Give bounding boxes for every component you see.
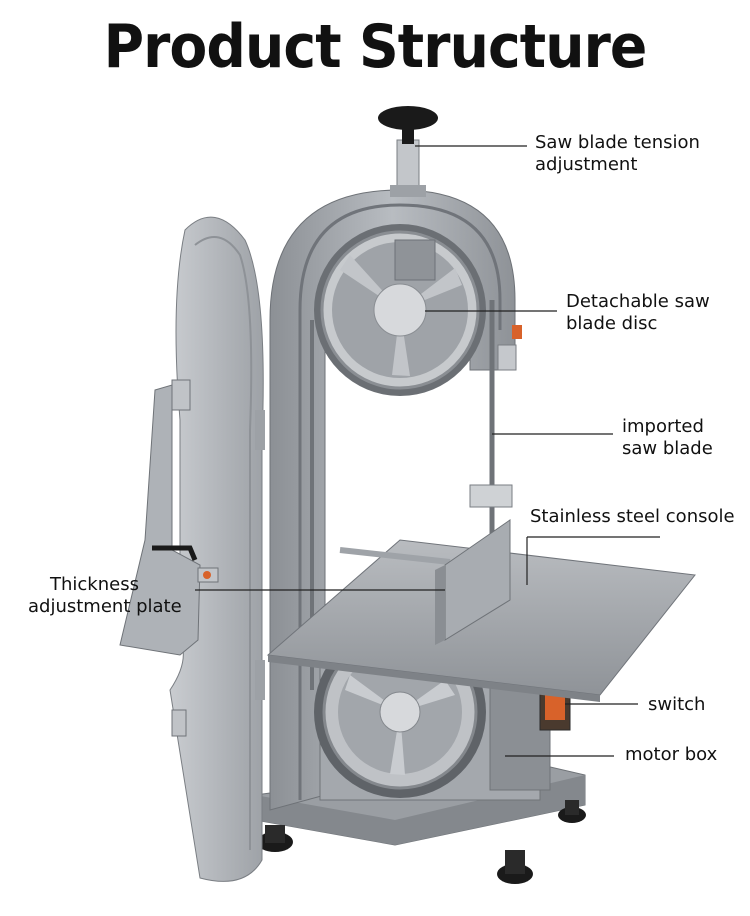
callout-tension-line1: Saw blade tension xyxy=(535,132,700,153)
tension-adjustment xyxy=(378,106,438,197)
open-side-door xyxy=(169,216,265,882)
callout-motor-line1: motor box xyxy=(625,744,718,765)
callout-switch: switch xyxy=(648,694,705,716)
page-title: Product Structure xyxy=(103,12,648,82)
callout-tension: Saw blade tension adjustment xyxy=(535,132,700,176)
callout-motor: motor box xyxy=(625,744,717,766)
callout-thickness-line1: Thickness xyxy=(50,574,139,595)
leader-lines xyxy=(195,145,660,757)
callout-console-line1: Stainless steel console xyxy=(530,506,735,527)
callout-switch-line1: switch xyxy=(648,694,706,715)
callout-disc-line1: Detachable saw xyxy=(566,291,710,312)
upper-saw-wheel xyxy=(314,224,486,396)
callout-disc-line2: blade disc xyxy=(566,313,658,334)
callout-console: Stainless steel console xyxy=(530,506,735,528)
callout-thickness: Thickness adjustment plate xyxy=(28,574,182,618)
stainless-steel-console xyxy=(266,519,696,702)
callout-tension-line2: adjustment xyxy=(535,154,638,175)
tension-knob xyxy=(378,106,438,130)
callout-thickness-line2: adjustment plate xyxy=(28,596,182,617)
callout-disc: Detachable saw blade disc xyxy=(566,291,710,335)
callout-blade: imported saw blade xyxy=(622,416,713,460)
callout-blade-line2: saw blade xyxy=(622,438,713,459)
callout-blade-line1: imported xyxy=(622,416,704,437)
thickness-adjustment-plate xyxy=(119,384,219,656)
